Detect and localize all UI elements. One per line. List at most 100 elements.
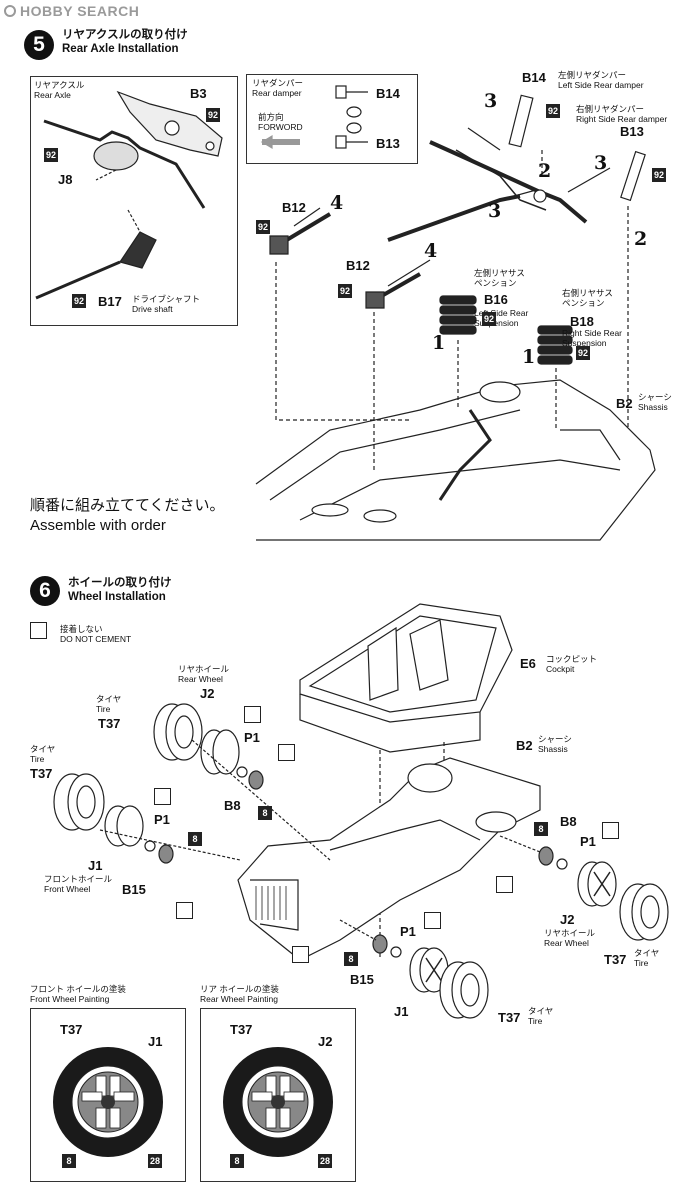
part-b8: B8 — [224, 798, 241, 813]
part-b12-b: B12 — [346, 258, 370, 273]
rear-wheel-painting-title: リア ホイールの塗装 Rear Wheel Painting — [200, 984, 279, 1004]
do-not-cement-label: 接着しない DO NOT CEMENT — [60, 624, 132, 644]
order-number: 2 — [634, 228, 648, 250]
do-not-cement-icon — [176, 902, 193, 919]
paint-code-badge: 92 — [546, 104, 560, 118]
step-6-title: ホイールの取り付け Wheel Installation — [68, 577, 172, 603]
order-number: 2 — [538, 160, 552, 182]
part-t37: T37 — [98, 716, 121, 731]
rear-wheel-desc: リヤホイール Rear Wheel — [178, 664, 230, 684]
rear-paint-t37: T37 — [230, 1022, 253, 1037]
front-wheel-desc: フロントホイール Front Wheel — [44, 874, 113, 894]
front-wheel-painting-box — [30, 1008, 186, 1182]
damper-legend-drawing — [260, 85, 368, 150]
front-wheel-paint-drawing — [53, 1047, 163, 1157]
do-not-cement-icon — [244, 706, 261, 723]
legend-part-b13: B13 — [376, 136, 400, 151]
color-code-badge: 8 — [62, 1154, 76, 1168]
part-b2: B2 — [616, 396, 633, 411]
part-b3: B3 — [190, 86, 207, 101]
part-b2: B2 — [516, 738, 533, 753]
order-number: 1 — [522, 346, 536, 368]
watermark-logo: HOBBY SEARCH — [4, 3, 139, 19]
part-e6: E6 — [520, 656, 536, 671]
part-t37: T37 — [498, 1010, 521, 1025]
order-number: 4 — [330, 192, 344, 214]
paint-code-badge: 92 — [72, 294, 86, 308]
part-b12-a: B12 — [282, 200, 306, 215]
paint-code-badge: 8 — [534, 822, 548, 836]
rear-paint-j2: J2 — [318, 1034, 333, 1049]
part-b17: B17 — [98, 294, 122, 309]
tire-desc: タイヤ Tire — [30, 744, 56, 764]
paint-code-badge: 8 — [258, 806, 272, 820]
logo-ring-icon — [4, 5, 16, 17]
legend-part-b14: B14 — [376, 86, 400, 101]
order-number: 3 — [594, 152, 608, 174]
part-t37: T37 — [30, 766, 53, 781]
part-b13: B13 — [620, 124, 644, 139]
order-number: 3 — [488, 200, 502, 222]
paint-code-badge: 92 — [44, 148, 58, 162]
part-b18: B18 — [570, 314, 594, 329]
rear-axle-inset — [30, 76, 238, 326]
front-wheel-painting-title: フロント ホイールの塗装 Front Wheel Painting — [30, 984, 126, 1004]
part-j2: J2 — [200, 686, 215, 701]
part-p1: P1 — [400, 924, 416, 939]
rear-wheel-paint-drawing — [223, 1047, 333, 1157]
paint-code-badge: 92 — [652, 168, 666, 182]
step-5-number: 5 — [24, 30, 54, 60]
cockpit-drawing — [299, 603, 513, 960]
color-code-badge: 28 — [148, 1154, 162, 1168]
rear-wheel-painting-box — [200, 1008, 356, 1182]
part-b15: B15 — [122, 882, 146, 897]
forward-label: 前方向 FORWORD — [258, 112, 303, 132]
b2-desc: シャーシ Shassis — [638, 392, 672, 412]
paint-code-badge: 92 — [482, 312, 496, 326]
wheel-parts-drawing — [53, 703, 669, 1019]
part-b16: B16 — [484, 292, 508, 307]
assembly-note: 順番に組み立ててください。 Assemble with order — [30, 497, 225, 534]
do-not-cement-icon — [154, 788, 171, 805]
do-not-cement-icon — [424, 912, 441, 929]
rear-damper-label: リヤダンパー Rear damper — [252, 78, 304, 98]
paint-code-badge: 92 — [206, 108, 220, 122]
chassis-full-drawing — [237, 757, 541, 961]
part-j2: J2 — [560, 912, 575, 927]
chassis-partial-drawing — [255, 379, 656, 541]
paint-code-badge: 92 — [256, 220, 270, 234]
front-paint-t37: T37 — [60, 1022, 83, 1037]
part-p1: P1 — [244, 730, 260, 745]
paint-code-badge: 92 — [576, 346, 590, 360]
order-number: 3 — [484, 90, 498, 112]
order-number: 4 — [424, 240, 438, 262]
part-p1: P1 — [580, 834, 596, 849]
part-b14: B14 — [522, 70, 546, 85]
tire-desc: タイヤ Tire — [96, 694, 122, 714]
b2-desc: シャーシ Shassis — [538, 734, 572, 754]
part-j1: J1 — [394, 1004, 409, 1019]
step-5-title: リヤアクスルの取り付け Rear Axle Installation — [62, 29, 188, 55]
b16-desc: 左側リヤサス ペンション Left Side Rear Suspension — [474, 268, 529, 328]
part-b15: B15 — [350, 972, 374, 987]
part-t37: T37 — [604, 952, 627, 967]
color-code-badge: 28 — [318, 1154, 332, 1168]
step-6-number: 6 — [30, 576, 60, 606]
do-not-cement-icon — [30, 622, 47, 639]
rear-axle-main-drawing — [269, 94, 646, 470]
paint-code-badge: 92 — [338, 284, 352, 298]
b14-desc: 左側リヤダンパー Left Side Rear damper — [558, 70, 644, 90]
rear-axle-label: リヤアクスル Rear Axle — [34, 80, 85, 100]
rear-axle-inset-drawing — [35, 90, 223, 300]
part-j1: J1 — [88, 858, 103, 873]
paint-code-badge: 8 — [188, 832, 202, 846]
do-not-cement-icon — [496, 876, 513, 893]
drive-shaft-label: ドライブシャフト Drive shaft — [132, 294, 201, 314]
front-paint-j1: J1 — [148, 1034, 163, 1049]
tire-desc: タイヤ Tire — [634, 948, 660, 968]
b13-desc: 右側リヤダンパー Right Side Rear damper — [576, 104, 668, 124]
paint-code-badge: 8 — [344, 952, 358, 966]
part-p1: P1 — [154, 812, 170, 827]
part-j8: J8 — [58, 172, 73, 187]
